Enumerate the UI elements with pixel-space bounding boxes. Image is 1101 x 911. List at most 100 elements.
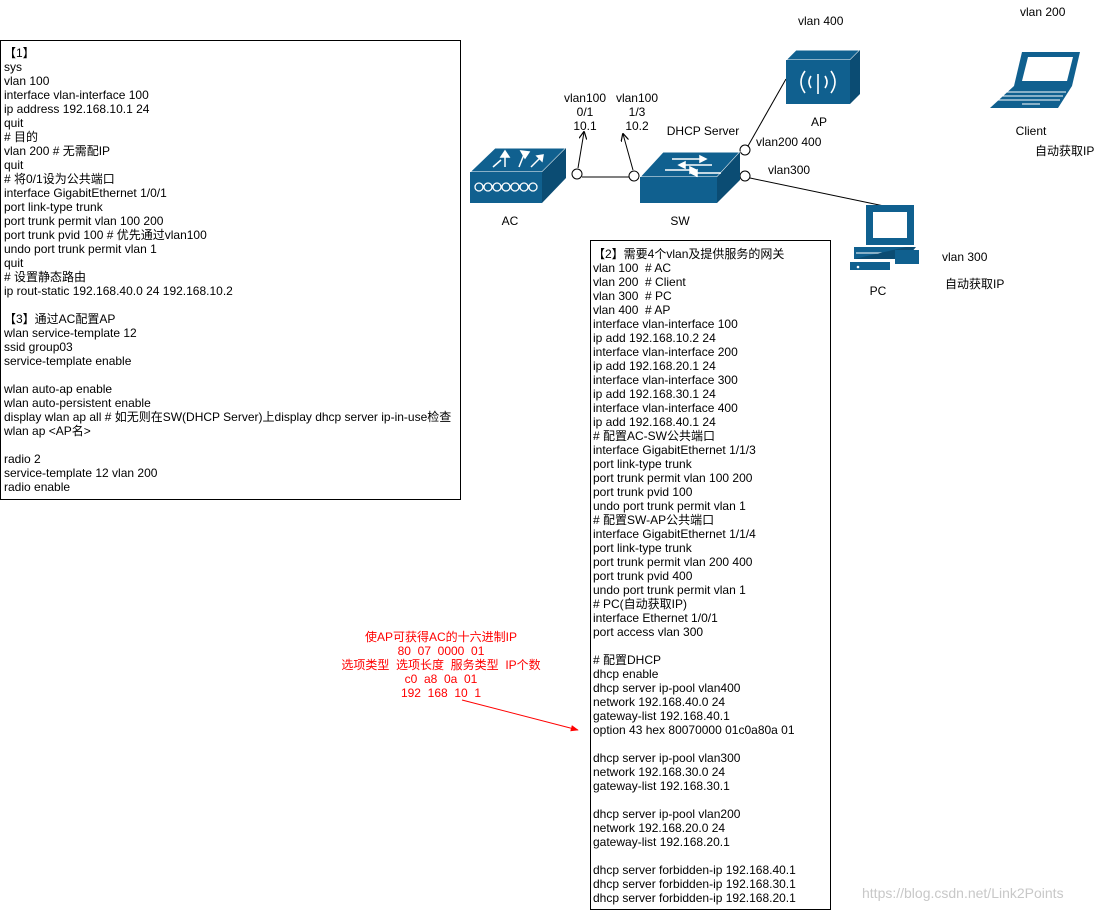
- box1-line: wlan service-template 12: [4, 326, 137, 340]
- box2-line: dhcp server ip-pool vlan200: [593, 807, 741, 821]
- box2-line: interface Ethernet 1/0/1: [593, 611, 718, 625]
- box2-line: port trunk permit vlan 100 200: [593, 471, 753, 485]
- box2-line: [593, 737, 796, 751]
- ap-vlan-label: vlan 400: [798, 14, 844, 28]
- box1-line: # 目的: [4, 130, 39, 144]
- ap-label: AP: [810, 115, 827, 129]
- box2-line: option 43 hex 80070000 01c0a80a 01: [593, 723, 795, 737]
- box1-line: radio enable: [4, 480, 71, 494]
- box1-line: vlan 200 # 无需配IP: [4, 144, 111, 158]
- sw-pc-port-label: vlan300: [768, 163, 811, 177]
- port-sw-ap: [739, 144, 751, 156]
- box1-line: undo port trunk permit vlan 1: [4, 242, 157, 256]
- box2-line: dhcp enable: [593, 667, 659, 681]
- pc-label: PC: [869, 284, 887, 298]
- box2-line: dhcp server ip-pool vlan400: [593, 681, 741, 695]
- box2-line: port trunk pvid 400: [593, 569, 693, 583]
- box2-line: gateway-list 192.168.20.1: [593, 835, 730, 849]
- box1-line: [4, 298, 451, 312]
- box2-line: vlan 200 # Client: [593, 275, 686, 289]
- box2-line: port trunk pvid 100: [593, 485, 693, 499]
- client-label: Client: [1015, 124, 1047, 138]
- box1-line: service-template enable: [4, 354, 132, 368]
- box1-line: 【3】通过AC配置AP: [4, 312, 116, 326]
- annotation-line: 80 07 0000 01: [397, 644, 485, 658]
- box2-line: dhcp server forbidden-ip 192.168.30.1: [593, 877, 796, 891]
- box2-line: network 192.168.40.0 24: [593, 695, 726, 709]
- box1-line: 【1】: [4, 46, 35, 60]
- annotation-line: 选项类型 选项长度 服务类型 IP个数: [341, 658, 541, 672]
- box1-line: vlan 100: [4, 74, 50, 88]
- box2-line: gateway-list 192.168.40.1: [593, 709, 730, 723]
- box1-line: ip address 192.168.10.1 24: [4, 102, 150, 116]
- box1-line: service-template 12 vlan 200: [4, 466, 158, 480]
- pc-icon: [850, 205, 919, 270]
- box2-line: ip add 192.168.30.1 24: [593, 387, 716, 401]
- box2-line: network 192.168.30.0 24: [593, 765, 726, 779]
- annotation-arrow: [461, 699, 579, 732]
- box2-line: # 配置AC-SW公共端口: [593, 429, 716, 443]
- box2-line: interface GigabitEthernet 1/1/3: [593, 443, 756, 457]
- box2-line: [593, 793, 796, 807]
- box1-line: # 将0/1设为公共端口: [4, 172, 115, 186]
- link-sw-pc: [749, 177, 885, 207]
- box1-line: wlan ap <AP名>: [4, 424, 91, 438]
- box2-line: gateway-list 192.168.30.1: [593, 779, 730, 793]
- watermark: https://blog.csdn.net/Link2Points: [862, 885, 1064, 901]
- box2-line: interface vlan-interface 300: [593, 373, 738, 387]
- box2-line: port access vlan 300: [593, 625, 704, 639]
- box2-line: port trunk permit vlan 200 400: [593, 555, 753, 569]
- box1-line: quit: [4, 116, 24, 130]
- box2-line: ip add 192.168.20.1 24: [593, 359, 716, 373]
- box2-line: interface GigabitEthernet 1/1/4: [593, 527, 756, 541]
- annotation-line: c0 a8 0a 01: [404, 672, 478, 686]
- box1-line: sys: [4, 60, 22, 74]
- box2-line: dhcp server ip-pool vlan300: [593, 751, 741, 765]
- box1-line: interface GigabitEthernet 1/0/1: [4, 186, 167, 200]
- box2-line: dhcp server forbidden-ip 192.168.20.1: [593, 891, 796, 905]
- box2-line: # 配置DHCP: [593, 653, 662, 667]
- pc-vlan-label: vlan 300: [942, 250, 988, 264]
- box1-line: ip rout-static 192.168.40.0 24 192.168.1…: [4, 284, 233, 298]
- box1-line: # 设置静态路由: [4, 270, 87, 284]
- box2-line: undo port trunk permit vlan 1: [593, 499, 746, 513]
- box2-line: port link-type trunk: [593, 457, 692, 471]
- ac-icon: [468, 147, 568, 203]
- box1-line: [4, 438, 451, 452]
- box1-line: display wlan ap all # 如无则在SW(DHCP Server…: [4, 410, 452, 424]
- box2-line: ip add 192.168.10.2 24: [593, 331, 716, 345]
- annotation-line: 192 168 10 1: [400, 686, 482, 700]
- box2-line: # 配置SW-AP公共端口: [593, 513, 715, 527]
- box2-line: 【2】需要4个vlan及提供服务的网关: [593, 247, 785, 261]
- box1-line: wlan auto-persistent enable: [4, 396, 151, 410]
- sw-ap-port-label: vlan200 400: [756, 135, 822, 149]
- client-laptop-icon: [990, 52, 1080, 108]
- box2-line: [593, 849, 796, 863]
- sw-port-label: vlan100 1/3 10.2: [615, 91, 659, 133]
- ac-port-label: vlan100 0/1 10.1: [563, 91, 607, 133]
- box2-line: vlan 400 # AP: [593, 303, 671, 317]
- box2-line: interface vlan-interface 400: [593, 401, 738, 415]
- ac-label: AC: [501, 214, 519, 228]
- box1-line: port trunk pvid 100 # 优先通过vlan100: [4, 228, 207, 242]
- box2-line: dhcp server forbidden-ip 192.168.40.1: [593, 863, 796, 877]
- link-sw-ap: [747, 78, 787, 147]
- box1-line: ssid group03: [4, 340, 73, 354]
- port-ac: [571, 168, 583, 180]
- switch-icon: [638, 151, 742, 203]
- port-sw-pc: [739, 170, 751, 182]
- box2-line: undo port trunk permit vlan 1: [593, 583, 746, 597]
- arrow-ac-port: [577, 132, 584, 169]
- client-auto-ip-label: 自动获取IP: [1035, 144, 1095, 158]
- box2-line: [593, 639, 796, 653]
- box1-line: quit: [4, 256, 24, 270]
- box1-line: interface vlan-interface 100: [4, 88, 149, 102]
- box1-line: [4, 368, 451, 382]
- port-sw-left: [628, 170, 640, 182]
